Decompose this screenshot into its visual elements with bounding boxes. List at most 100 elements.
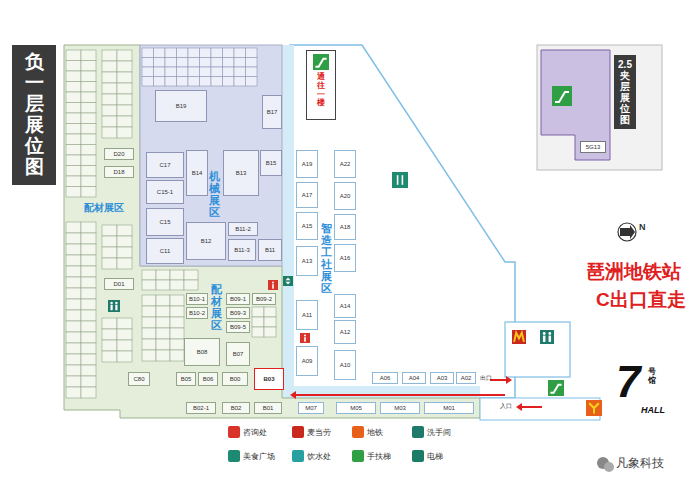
booth: B10-2: [186, 307, 208, 319]
small-booth: [142, 270, 156, 280]
booth-number: M01: [443, 405, 455, 411]
booth-number: B19: [176, 103, 187, 109]
booth: A03: [430, 372, 454, 384]
small-booth: [66, 166, 81, 177]
small-booth: [117, 258, 132, 269]
small-booth: [252, 317, 264, 327]
booth-number: B09-2: [256, 296, 272, 302]
small-booth: [66, 113, 81, 124]
small-booth: [102, 83, 117, 94]
legend-swatch: [228, 450, 240, 462]
booth-number: C15-1: [157, 189, 173, 195]
booth-number: B09-3: [230, 310, 246, 316]
booth-number: B11-2: [235, 226, 251, 232]
small-booth: [200, 77, 212, 87]
legend-text: 电梯: [427, 451, 443, 462]
booth-number: B11-3: [234, 247, 250, 253]
small-booth: [177, 67, 189, 77]
small-booth: [154, 67, 166, 77]
small-booth: [102, 236, 117, 247]
small-booth: [81, 299, 96, 310]
small-booth: [117, 94, 132, 105]
escalator-icon: [315, 59, 326, 67]
small-booth: [156, 295, 170, 306]
zone-label: 配材展区: [211, 283, 222, 331]
hall-label: 号馆: [648, 368, 656, 386]
legend-item: 咨询处: [228, 426, 267, 438]
small-booth: [156, 280, 170, 290]
exit-arrow: [490, 379, 506, 381]
small-booth: [264, 317, 276, 327]
legend-item: 麦当劳: [292, 426, 331, 438]
booth: B01: [254, 402, 282, 414]
legend-item: 饮水处: [292, 450, 331, 462]
escalator-icon: [313, 54, 329, 70]
small-booth: [142, 328, 156, 339]
small-booth: [66, 244, 81, 255]
booth-number: C80: [133, 376, 144, 382]
compass: [620, 225, 635, 239]
small-booth: [66, 255, 81, 266]
small-booth: [211, 77, 223, 87]
entrance-arrow: [522, 406, 542, 408]
booth-number: B01: [263, 405, 274, 411]
small-booth: [81, 321, 96, 332]
small-booth: [81, 365, 96, 376]
exit-label: 出口: [480, 375, 492, 381]
booth: B11-3: [228, 239, 256, 261]
small-booth: [66, 103, 81, 114]
booth: A09: [296, 346, 318, 376]
restroom-icon: [540, 330, 554, 344]
small-booth: [102, 351, 117, 362]
small-booth: [81, 71, 96, 82]
small-booth: [156, 328, 170, 339]
legend-text: 麦当劳: [307, 427, 331, 438]
booth-number: B05: [181, 376, 192, 382]
booth-number: D20: [113, 151, 124, 157]
route-arrow: [290, 391, 296, 399]
booth: B02-1: [186, 402, 216, 414]
small-booth: [102, 61, 117, 72]
small-booth: [246, 58, 258, 68]
small-booth: [170, 270, 184, 280]
small-booth: [142, 48, 154, 58]
mezzanine-area: [541, 50, 610, 160]
small-booth: [184, 280, 198, 290]
booth: D20: [104, 148, 134, 160]
booth-number: B13: [236, 170, 247, 176]
booth-number: A18: [340, 224, 351, 230]
small-booth: [66, 155, 81, 166]
legend-item: 地铁: [352, 426, 383, 438]
machinery-area: [140, 45, 282, 266]
booth-number: B17: [267, 109, 278, 115]
mezzanine-title: 2.5夹层展位图: [614, 55, 636, 129]
small-booth: [117, 83, 132, 94]
booth-number: B02: [231, 405, 242, 411]
small-booth: [81, 155, 96, 166]
legend-swatch: [412, 450, 424, 462]
small-booth: [142, 58, 154, 68]
booth-number: A06: [380, 375, 391, 381]
mezzanine-map: 2.5夹层展位图5G13: [537, 45, 662, 170]
elevator-icon: [286, 278, 291, 281]
small-booth: [264, 327, 276, 337]
small-booth: [117, 329, 132, 340]
small-booth: [117, 340, 132, 351]
booth: B09-3: [226, 307, 250, 319]
small-booth: [165, 67, 177, 77]
small-booth: [234, 67, 246, 77]
small-booth: [66, 321, 81, 332]
small-booth: [81, 332, 96, 343]
small-booth: [81, 376, 96, 387]
small-booth: [66, 50, 81, 61]
small-booth: [188, 77, 200, 87]
escalator-box: 通往一楼: [306, 50, 336, 120]
small-booth: [246, 67, 258, 77]
metro-icon: [586, 400, 602, 416]
small-booth: [81, 145, 96, 156]
small-booth: [246, 48, 258, 58]
small-booth: [66, 343, 81, 354]
booth-number: D01: [113, 281, 124, 287]
booth: B14: [186, 150, 208, 196]
info-icon: [300, 333, 310, 343]
